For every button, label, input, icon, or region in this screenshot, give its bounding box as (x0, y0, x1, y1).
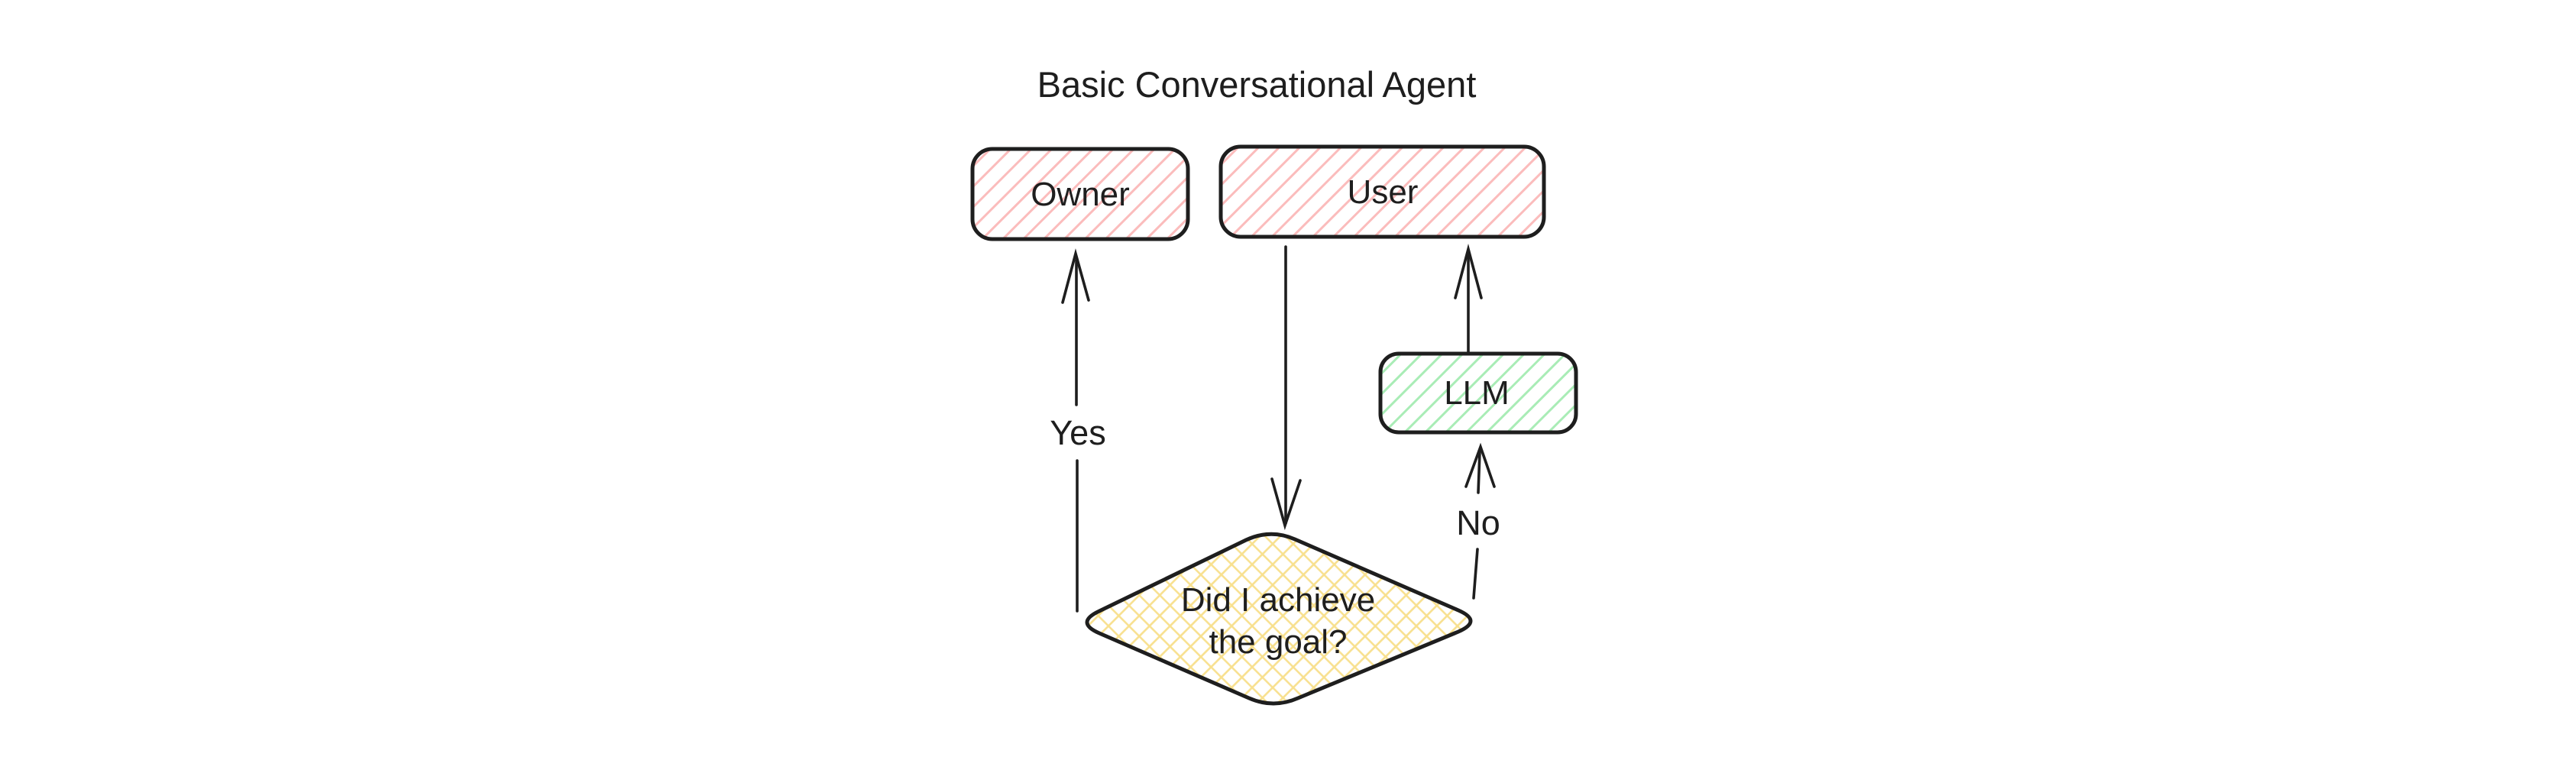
llm-node: LLM (1378, 351, 1578, 435)
user-to-decision-arrow (1270, 245, 1302, 531)
llm-node-shape (1378, 351, 1578, 435)
yes-arrowhead (1061, 248, 1090, 304)
user-to-decision-arrowhead (1270, 477, 1302, 531)
owner-node-label: Owner (1031, 176, 1130, 213)
owner-node: Owner (970, 147, 1190, 241)
decision-diamond: Did I achieve the goal? (1085, 532, 1473, 706)
user-node: User (1218, 144, 1546, 239)
decision-label-line2: the goal? (1209, 623, 1347, 661)
no-arrow-label: No (1456, 503, 1500, 542)
yes-arrow: Yes (1050, 248, 1106, 613)
owner-node-shape (970, 147, 1190, 241)
decision-diamond-shape (1085, 532, 1473, 706)
llm-node-label: LLM (1444, 374, 1510, 412)
decision-label-line1: Did I achieve (1181, 581, 1375, 619)
no-arrow: No (1456, 442, 1500, 600)
user-node-label: User (1348, 173, 1419, 211)
diagram-title: Basic Conversational Agent (1037, 64, 1477, 105)
no-arrow-shaft-upper (1477, 451, 1481, 494)
no-arrowhead (1464, 442, 1496, 488)
llm-to-user-arrow (1454, 243, 1483, 354)
yes-arrow-label: Yes (1050, 413, 1105, 452)
user-node-shape (1218, 144, 1546, 239)
llm-to-user-arrowhead (1454, 243, 1483, 299)
no-arrow-shaft-lower (1472, 548, 1479, 600)
